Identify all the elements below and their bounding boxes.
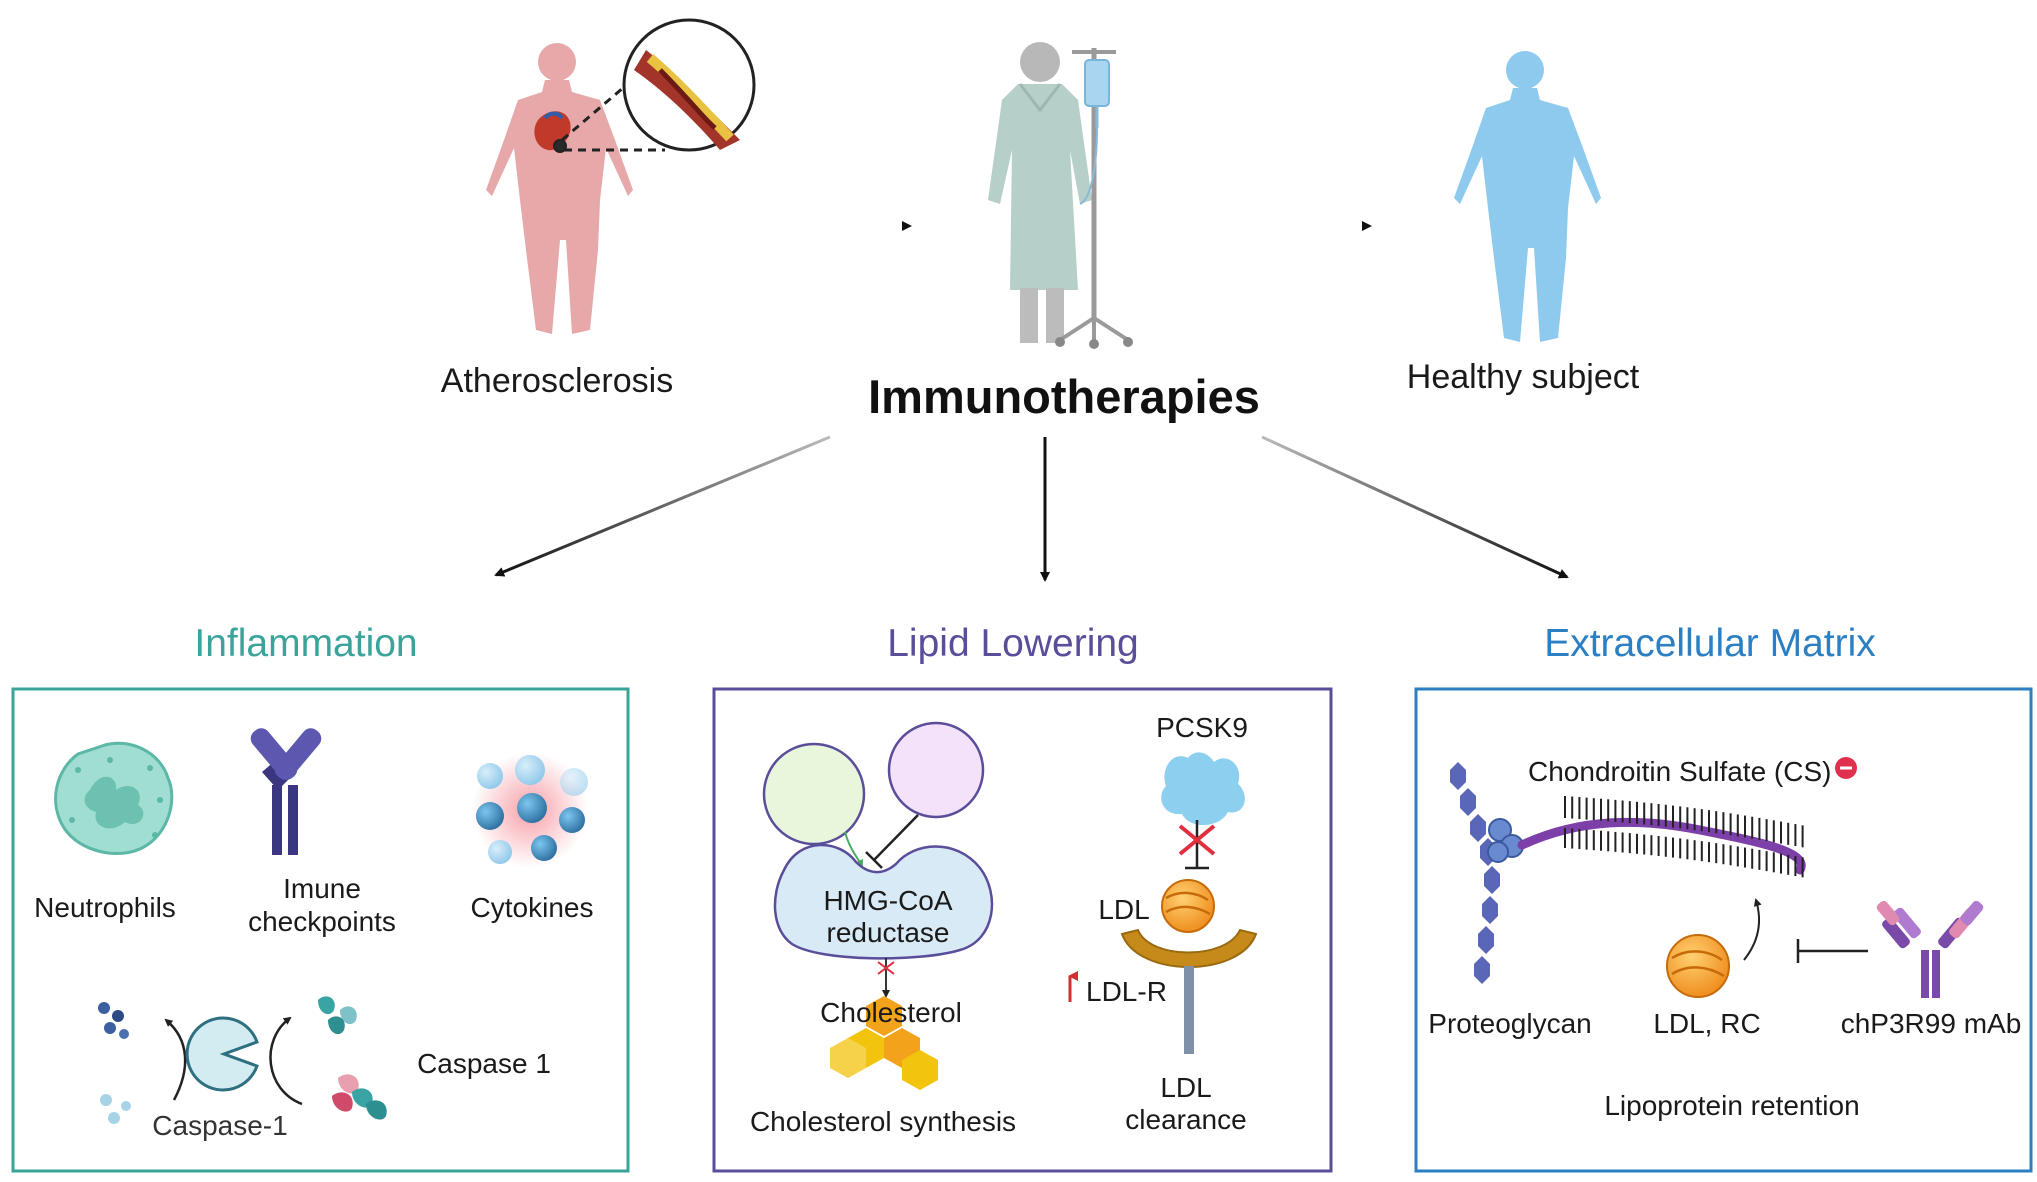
chp3r99-mab-label: chP3R99 mAb (1840, 1008, 2022, 1039)
neutrophils-label: Neutrophils (34, 892, 176, 923)
atherosclerosis-label: Atherosclerosis (440, 362, 674, 400)
hmg-label-line2: reductase (826, 917, 950, 948)
caspase-label: Caspase 1 (417, 1048, 551, 1079)
caspase-cycle-icon (98, 996, 387, 1124)
inhibition-line (873, 814, 919, 861)
hmg-coa-enzyme (773, 843, 994, 960)
ldl-rc-particle-icon (1666, 934, 1730, 998)
checkpoints-label-line1: Imune (283, 873, 361, 904)
patient-iv-icon (988, 42, 1133, 349)
immunotherapies-title: Immunotherapies (868, 370, 1260, 423)
immune-checkpoint-antibody-icon (250, 728, 322, 855)
ldl-clearance-line2: clearance (1125, 1104, 1247, 1135)
green-arrow (844, 831, 863, 868)
atherosclerosis-person-icon (486, 18, 756, 334)
checkpoints-label-line2: checkpoints (248, 906, 396, 937)
caspase-cycle-label: Caspase-1 (152, 1110, 288, 1141)
proteoglycan-label: Proteoglycan (1428, 1008, 1592, 1039)
extracellular-matrix-title: Extracellular Matrix (1544, 622, 1876, 665)
inflammation-title: Inflammation (194, 622, 418, 665)
chondroitin-sulfate-chain (1517, 817, 1806, 875)
ldl-particle-icon (1161, 879, 1215, 933)
inhibitor-circle (887, 721, 985, 819)
chp3r99-antibody-icon (1876, 900, 1984, 998)
enzyme-block-mark (877, 961, 895, 975)
cholesterol-label: Cholesterol (820, 997, 962, 1028)
cholesterol-synthesis-label: Cholesterol synthesis (749, 1106, 1017, 1137)
cytokines-label: Cytokines (470, 892, 594, 923)
healthy-person-icon (1454, 51, 1601, 342)
ldl-rc-label: LDL, RC (1653, 1008, 1761, 1039)
inflammation-box (11, 687, 630, 1173)
lipoprotein-retention-label: Lipoprotein retention (1604, 1090, 1860, 1121)
arrow-to-ecm (1261, 435, 1569, 579)
ldl-receptor-icon (1120, 928, 1258, 968)
chondroitin-sulfate-label: Chondroitin Sulfate (CS) (1528, 756, 1832, 787)
lipid-lowering-title: Lipid Lowering (887, 622, 1139, 665)
chondroitin-sulfate-bristles (1564, 796, 1804, 878)
arrow-to-inflammation (494, 435, 831, 577)
cytokines-icon (472, 752, 588, 868)
lipid-box (712, 687, 1333, 1173)
healthy-subject-label: Healthy subject (1406, 358, 1640, 396)
ldl-r-label: LDL-R (1086, 976, 1167, 1007)
cholesterol-molecule-icon (830, 996, 938, 1090)
ecm-box (1414, 687, 2033, 1173)
ldl-label: LDL (1098, 894, 1150, 925)
pcsk9-icon (1161, 752, 1245, 826)
hmg-label-line1: HMG-CoA (823, 885, 953, 916)
pcsk9-label: PCSK9 (1156, 712, 1248, 743)
statin-circle (762, 742, 866, 846)
binding-arrow (1743, 898, 1762, 961)
ldl-clearance-line1: LDL (1160, 1072, 1212, 1103)
pcsk9-block-mark (1178, 824, 1216, 856)
neutrophil-icon (54, 741, 174, 856)
receptor-stalk (1184, 966, 1194, 1054)
proteoglycan-icon (1450, 762, 1524, 984)
